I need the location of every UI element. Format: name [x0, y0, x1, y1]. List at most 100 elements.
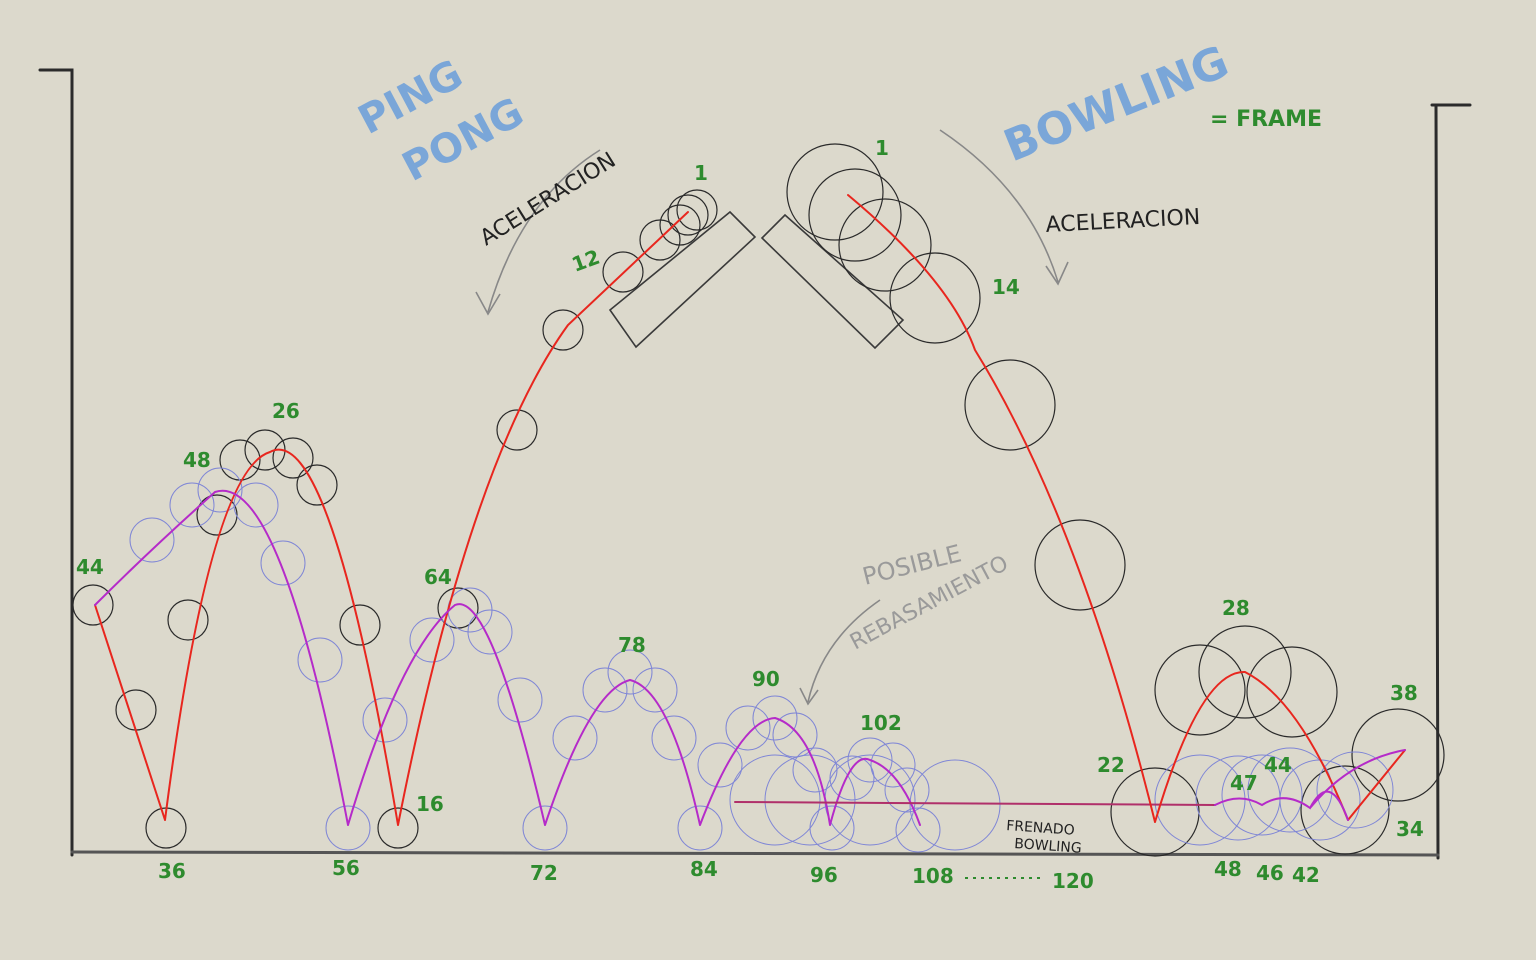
bowling-sliding-ball-0: [1154, 754, 1246, 846]
acceleration-arrows: [475, 129, 1069, 706]
pingpong-blue-ball-11: [497, 677, 543, 723]
frame-bw-22: 22: [1097, 753, 1125, 777]
pingpong-ball-17: [72, 584, 114, 626]
arrow-left-acceleration: [487, 149, 601, 313]
frame-pp-64: 64: [424, 565, 452, 589]
pingpong-blue-ball-14: [582, 667, 628, 713]
frame-pp-102: 102: [860, 711, 902, 735]
frame-pp-56: 56: [332, 856, 360, 880]
frame-bw-14: 14: [992, 275, 1020, 299]
bowling-ball-6: [1110, 767, 1200, 857]
bowling-sliding-ball-9: [909, 759, 1001, 851]
frame-pp-84: 84: [690, 857, 718, 881]
pingpong-ball-10: [296, 464, 338, 506]
bowling-ball-8: [1198, 625, 1292, 719]
bowling-ball-11: [1300, 765, 1390, 855]
pingpong-blue-ball-23: [792, 747, 838, 793]
frame-bw-38: 38: [1390, 681, 1418, 705]
pingpong-magenta-path: [94, 489, 921, 826]
pingpong-blue-ball-0: [129, 517, 175, 563]
frame-pp-12: 12: [569, 245, 603, 277]
pingpong-blue-ball-26: [847, 737, 893, 783]
pingpong-ball-2: [659, 204, 701, 246]
pingpong-blue-ball-29: [895, 807, 941, 853]
bowling-ball-1: [808, 168, 902, 262]
frame-bw-46: 46: [1256, 861, 1284, 885]
bowling-red-path: [847, 194, 1406, 823]
frame-pp-44: 44: [76, 555, 104, 579]
left-wall: [38, 68, 74, 857]
frame-pp-26: 26: [272, 399, 300, 423]
pingpong-ball-13: [219, 439, 261, 481]
frame-bw-48: 48: [1214, 857, 1242, 881]
pingpong-balls: [72, 189, 718, 849]
pingpong-blue-ball-1: [169, 482, 215, 528]
trajectories: [94, 194, 1406, 826]
pingpong-blue-ball-7: [362, 697, 408, 743]
pingpong-blue-ball-5: [297, 637, 343, 683]
pingpong-blue-ball-3: [233, 482, 279, 528]
bowling-ball-10: [1351, 708, 1445, 802]
frame-box: [38, 68, 1472, 860]
frame-pp-1: 1: [694, 161, 708, 185]
pingpong-ball-4: [602, 251, 644, 293]
frame-pp-48: 48: [183, 448, 211, 472]
pingpong-blue-ball-2: [197, 467, 243, 513]
frame-pp-108: 108: [912, 864, 954, 888]
bowling-magenta-path: [1214, 749, 1406, 821]
ramp-right: [760, 213, 905, 350]
pingpong-blue-balls: [129, 467, 941, 853]
label-frenado: FRENADO: [1006, 818, 1075, 839]
bowling-ball-3: [889, 252, 981, 344]
arrow-right-acceleration: [939, 129, 1059, 283]
pingpong-blue-ball-13: [552, 715, 598, 761]
pingpong-blue-ball-15: [607, 649, 653, 695]
frame-pp-90: 90: [752, 667, 780, 691]
bowling-ball-7: [1154, 644, 1246, 736]
frame-bw-42: 42: [1292, 863, 1320, 887]
frame-pp-120: 120: [1052, 869, 1094, 893]
frame-bw-44: 44: [1264, 753, 1292, 777]
right-wall: [1430, 103, 1472, 860]
pingpong-ball-14: [196, 494, 238, 536]
pingpong-blue-ball-22: [772, 712, 818, 758]
frame-labels: 1 12 16 26 36 44 48 56 64 72 78 84 90 96…: [76, 136, 1424, 893]
pingpong-blue-ball-12: [522, 805, 568, 851]
title-bowling: BOWLING: [997, 36, 1236, 172]
pingpong-blue-ball-20: [725, 705, 771, 751]
pingpong-ball-3: [639, 219, 681, 261]
pingpong-ball-8: [377, 807, 419, 849]
pingpong-blue-ball-4: [260, 540, 306, 586]
pingpong-red-path: [94, 211, 689, 826]
frame-pp-36: 36: [158, 859, 186, 883]
pingpong-blue-ball-27: [870, 742, 916, 788]
bowling-ball-9: [1246, 646, 1338, 738]
bowling-ball-4: [964, 359, 1056, 451]
frame-bw-34: 34: [1396, 817, 1424, 841]
legend-frame: = FRAME: [1210, 107, 1322, 132]
bowling-sliding-ball-5: [1316, 751, 1394, 829]
pingpong-slide-path: [734, 801, 1216, 806]
ramp-left: [608, 210, 757, 349]
pingpong-ball-11: [272, 437, 314, 479]
floor-line: [70, 850, 1440, 857]
pingpong-blue-ball-28: [884, 767, 930, 813]
bowling-ball-2: [838, 198, 932, 292]
pingpong-ball-0: [676, 189, 718, 231]
bowling-ball-0: [786, 143, 884, 241]
frame-pp-96: 96: [810, 863, 838, 887]
frame-pp-16: 16: [416, 792, 444, 816]
pingpong-ball-1: [667, 194, 709, 236]
ramps: [608, 210, 905, 350]
bowling-sliding-ball-3: [1247, 747, 1333, 833]
pingpong-ball-15: [167, 599, 209, 641]
frame-bw-1: 1: [875, 136, 889, 160]
frame-bw-47: 47: [1230, 771, 1258, 795]
pingpong-blue-ball-16: [632, 667, 678, 713]
frame-pp-78: 78: [618, 633, 646, 657]
pingpong-blue-ball-6: [325, 805, 371, 851]
frame-pp-72: 72: [530, 861, 558, 885]
bowling-balls: [786, 143, 1445, 857]
